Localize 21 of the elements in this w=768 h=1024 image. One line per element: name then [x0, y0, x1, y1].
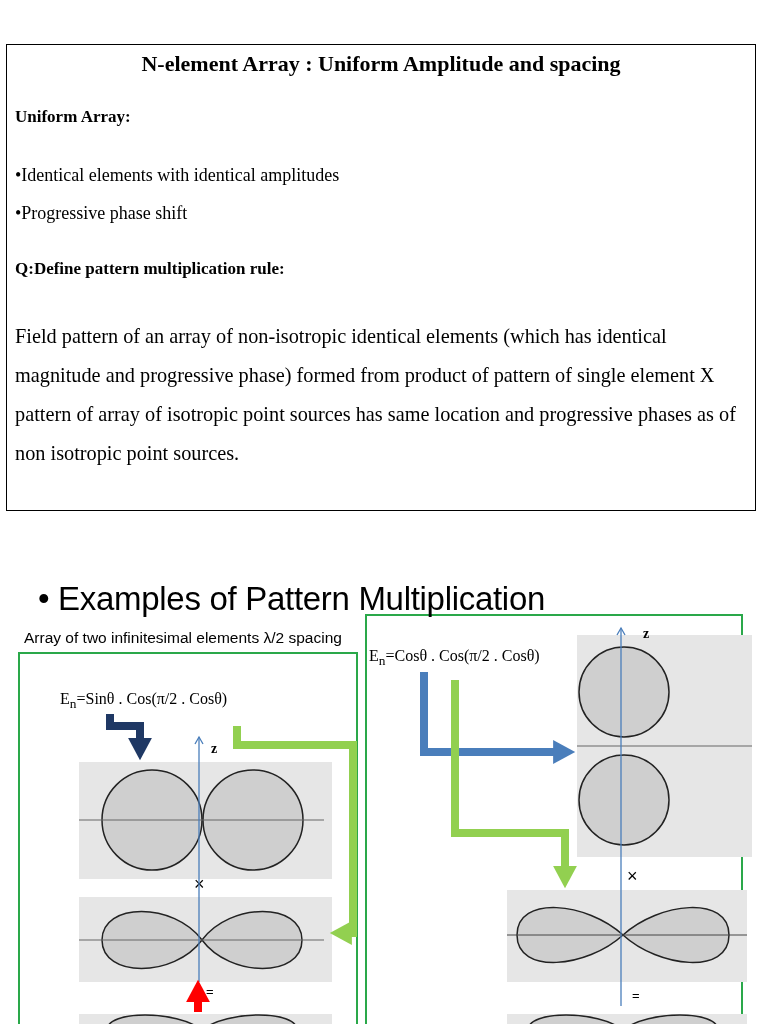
radiation-pattern-drawing — [79, 762, 332, 879]
axis-label: z — [211, 741, 218, 757]
paragraph: Field pattern of an array of non-isotropic identical elements (which has identical magnitude and progressive phase) formed from product of pattern of single element X pattern of array of isotropic point sources has same location and progressive phases as of non isotropic point sources. — [15, 324, 737, 467]
axis-label: z — [643, 626, 650, 642]
radiation-pattern-drawing — [507, 890, 747, 982]
heading: • Examples of Pattern Multiplication — [38, 580, 545, 618]
formula-text: E$_{n}$=Cosθ . Cos(π/2 . Cosθ) — [369, 647, 540, 674]
operator-symbol: × — [194, 874, 205, 895]
formula-text: E$_{n}$=Sinθ . Cos(π/2 . Cosθ) — [60, 690, 228, 716]
arrow — [186, 979, 210, 1012]
panel-caption: Array of two infinitesimal elements λ/2 spacing — [24, 629, 342, 647]
operator-symbol: × — [627, 866, 638, 887]
subheading: Uniform Array: — [15, 107, 132, 127]
radiation-pattern-drawing — [79, 897, 332, 982]
bullet-text: •Progressive phase shift — [15, 203, 189, 224]
text-panel — [6, 44, 756, 511]
operator-symbol: = — [206, 984, 214, 999]
title: N-element Array : Uniform Amplitude and spacing — [140, 51, 622, 77]
bullet-text: •Identical elements with identical amplitudes — [15, 165, 341, 186]
operator-symbol: = — [632, 988, 640, 1003]
question-text: Q:Define pattern multiplication rule: — [15, 259, 286, 279]
